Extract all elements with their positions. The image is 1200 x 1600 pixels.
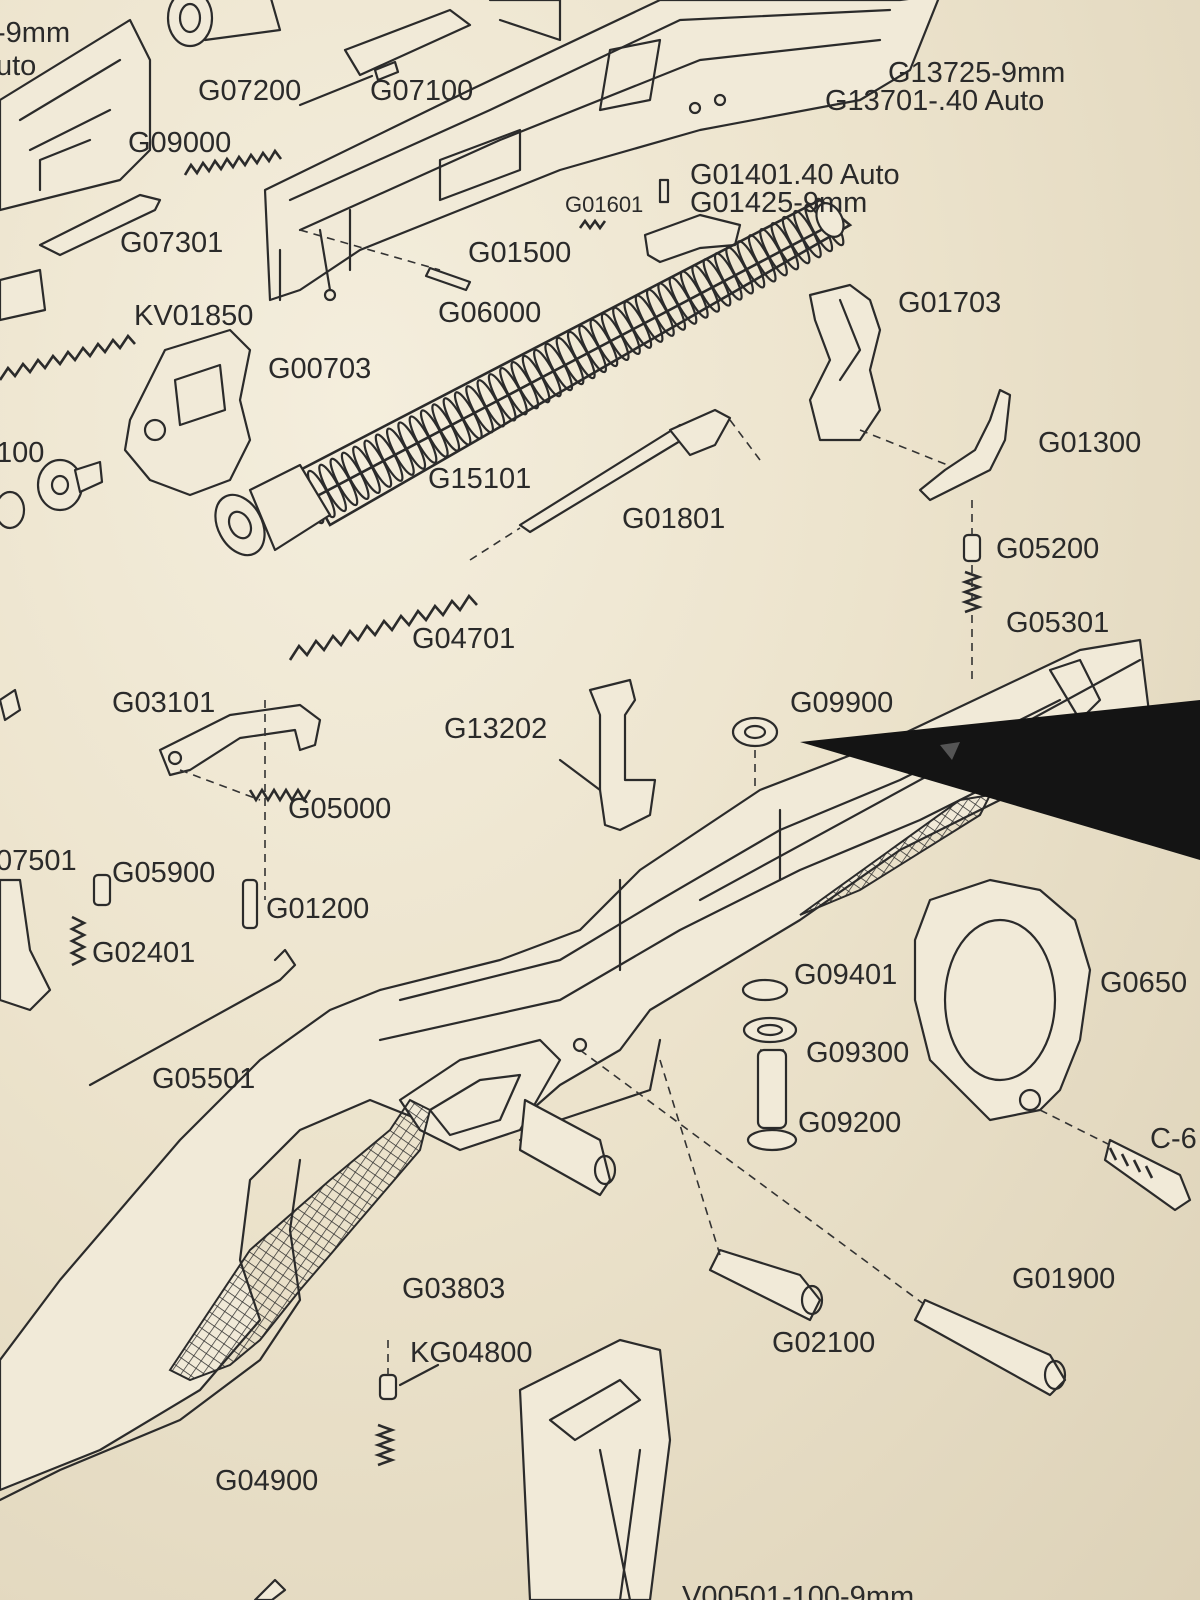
pin-g01900 — [913, 1298, 1067, 1397]
screw-c6 — [1103, 1138, 1192, 1212]
label-g15101: G15101 — [428, 463, 531, 495]
ejector-g13202 — [558, 678, 657, 832]
guide-rod-g15101 — [518, 408, 761, 534]
part-labels: -9mm uto G07200 G07100 G13725-9mm G13701… — [0, 17, 1197, 1600]
pin-g02100 — [708, 1248, 824, 1322]
label-g07200: G07200 — [198, 75, 301, 107]
frame-checkering — [799, 793, 992, 916]
barrel-end-top — [166, 0, 282, 48]
slide-assembly — [263, 0, 940, 302]
label-g02100: G02100 — [772, 1327, 875, 1359]
label-kg04800: KG04800 — [410, 1337, 533, 1369]
label-g01900: G01900 — [1012, 1263, 1115, 1295]
label-g00703: G00703 — [268, 353, 371, 385]
label-g01200: G01200 — [266, 893, 369, 925]
label-g09200: G09200 — [798, 1107, 901, 1139]
label-g09000: G09000 — [128, 127, 231, 159]
extractor-g07301 — [38, 193, 162, 257]
label-g05900: G05900 — [112, 857, 215, 889]
label-g0650: G0650 — [1100, 967, 1187, 999]
connector-g01300 — [918, 388, 1012, 502]
label-g05501: G05501 — [152, 1063, 255, 1095]
label-g01601: G01601 — [565, 192, 643, 217]
label-tl-9mm: -9mm — [0, 17, 70, 49]
label-g05301: G05301 — [1006, 607, 1109, 639]
spring-kv01850 — [0, 333, 136, 381]
pin-g07100 — [373, 60, 400, 82]
housing-g0650 — [913, 878, 1092, 1122]
label-g03101: G03101 — [112, 687, 215, 719]
label-c6: C-6 — [1150, 1123, 1197, 1155]
receiver-part-top-left — [0, 18, 152, 212]
trigger-bar-g01703 — [808, 283, 882, 442]
label-v00501: V00501-100-9mm — [682, 1581, 914, 1600]
magazine-v00501 — [518, 1338, 672, 1600]
grip-checkering — [168, 1098, 432, 1382]
recoil-spring-assembly — [214, 197, 853, 557]
spring-g04701 — [288, 593, 478, 661]
plunger-g05200 — [962, 533, 982, 563]
label-g07301: G07301 — [120, 227, 223, 259]
label-g07100: G07100 — [370, 75, 473, 107]
spring-g09000 — [183, 148, 283, 176]
label-g04701: G04701 — [412, 623, 515, 655]
pin-g01200 — [241, 878, 259, 930]
label-tl-auto: uto — [0, 50, 36, 82]
spring-g04900 — [374, 1423, 396, 1467]
label-g01300: G01300 — [1038, 427, 1141, 459]
spring-g02401 — [69, 915, 87, 967]
label-kv01850: KV01850 — [134, 300, 253, 332]
label-g01500: G01500 — [468, 237, 571, 269]
part-far-left — [0, 688, 22, 722]
label-g09401: G09401 — [794, 959, 897, 991]
label-g01425: G01425-9mm — [690, 187, 867, 219]
spring-g01500 — [578, 218, 607, 231]
plunger-g05900 — [92, 873, 112, 907]
spring-g05000 — [248, 787, 312, 803]
spring-g05301 — [961, 570, 983, 614]
label-g06000: G06000 — [438, 297, 541, 329]
part-bottom-left — [253, 1578, 287, 1600]
mag-catch-stack — [741, 978, 798, 1152]
locking-block-g00703 — [123, 328, 252, 497]
slide-lock-g01401 — [643, 213, 742, 264]
pin-g01601 — [658, 178, 670, 204]
plunger-kg04800 — [378, 1373, 398, 1401]
label-g01401: G01401.40 Auto — [690, 159, 900, 191]
part-07501 — [0, 878, 52, 1012]
wire-spring-g05501 — [88, 948, 297, 1087]
pin-g06000 — [424, 266, 472, 292]
label-g13725: G13725-9mm — [888, 57, 1065, 89]
label-g02401: G02401 — [92, 937, 195, 969]
label-g09300: G09300 — [806, 1037, 909, 1069]
pencil-pointer — [800, 700, 1200, 860]
label-07501: 07501 — [0, 845, 77, 877]
label-g13202: G13202 — [444, 713, 547, 745]
label-g05200: G05200 — [996, 533, 1099, 565]
label-g05000: G05000 — [288, 793, 391, 825]
recoil-spring-coils — [295, 197, 845, 525]
part-100 — [0, 458, 104, 530]
label-g04900: G04900 — [215, 1465, 318, 1497]
label-g03803: G03803 — [402, 1273, 505, 1305]
label-g01703: G01703 — [898, 287, 1001, 319]
pin-g03803 — [518, 1098, 617, 1197]
washer-g09900 — [731, 716, 779, 748]
label-g13701: G13701-.40 Auto — [825, 85, 1044, 117]
label-100: 100 — [0, 437, 44, 469]
label-g01801: G01801 — [622, 503, 725, 535]
label-g09900: G09900 — [790, 687, 893, 719]
part-left-edge — [0, 268, 47, 322]
